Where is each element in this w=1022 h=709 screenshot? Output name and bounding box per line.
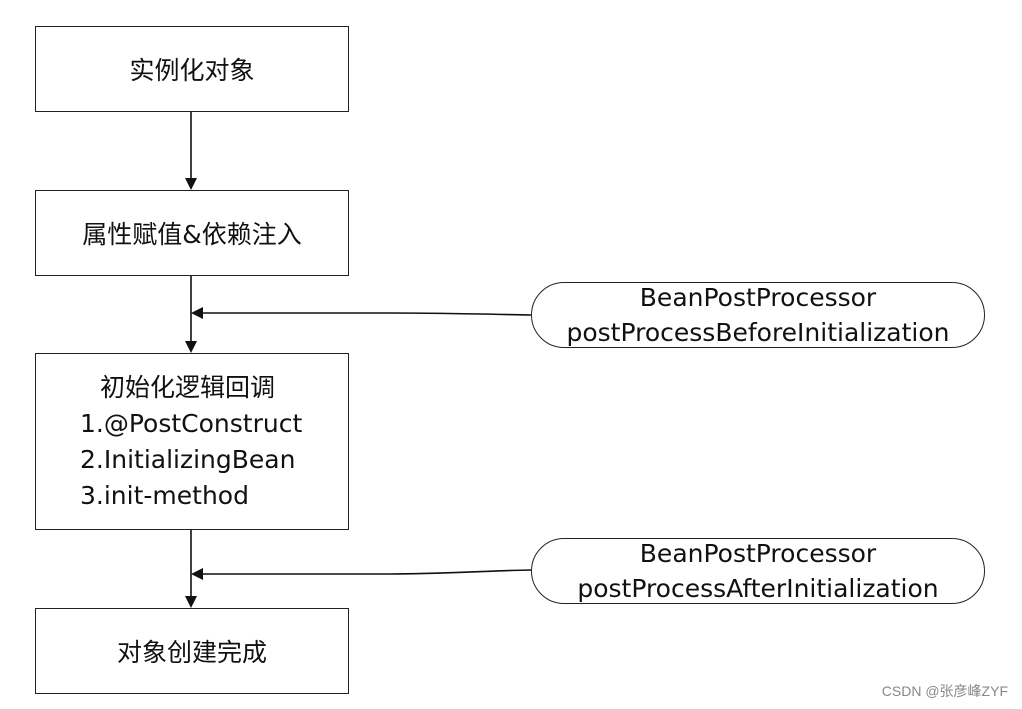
node-instantiate-label: 实例化对象 [129,56,255,85]
processor-after: BeanPostProcessor postProcessAfterInitia… [531,538,985,604]
processor-before: BeanPostProcessor postProcessBeforeIniti… [531,282,985,348]
watermark: CSDN @张彦峰ZYF [881,683,1008,699]
node-init-item-1: 1.@PostConstruct [80,408,303,438]
node-instantiate: 实例化对象 [35,26,349,112]
arrow-after-processor [191,568,532,580]
processor-before-line2: postProcessBeforeInitialization [566,318,950,347]
node-complete: 对象创建完成 [35,608,349,694]
node-populate-label: 属性赋值&依赖注入 [82,220,302,249]
processor-after-line2: postProcessAfterInitialization [577,574,939,603]
node-complete-label: 对象创建完成 [116,638,267,667]
arrow-before-processor [191,307,532,319]
node-init-item-3: 3.init-method [80,480,249,510]
node-init-item-2: 2.InitializingBean [80,444,296,474]
processor-before-line1: BeanPostProcessor [639,283,877,312]
node-init: 初始化逻辑回调 1.@PostConstruct 2.InitializingB… [35,353,349,530]
processor-after-line1: BeanPostProcessor [639,539,877,568]
node-init-title: 初始化逻辑回调 [100,372,276,402]
node-populate: 属性赋值&依赖注入 [35,190,349,276]
